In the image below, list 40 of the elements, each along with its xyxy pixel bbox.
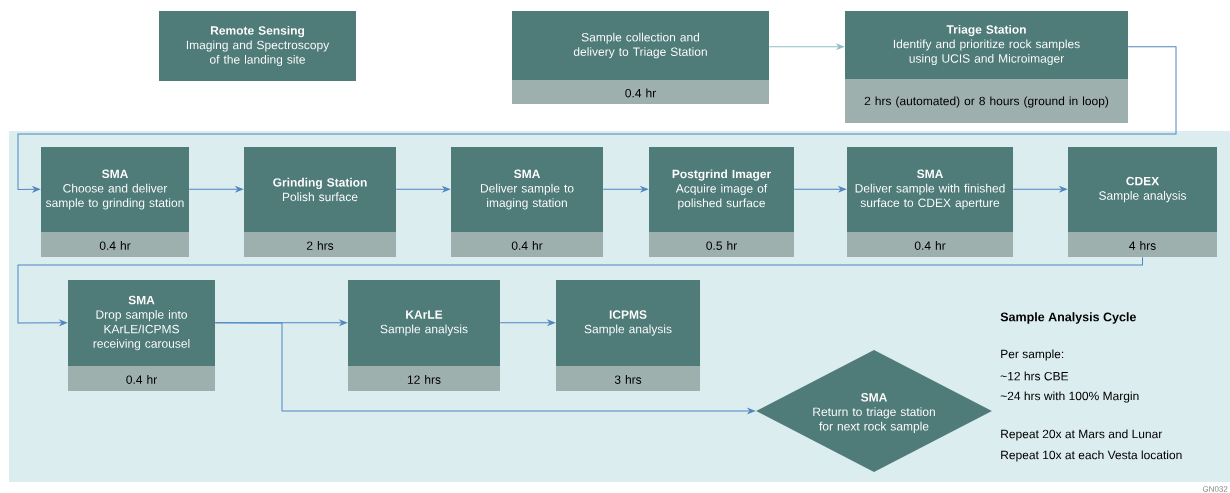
node-label: 12 hrs	[407, 375, 441, 384]
arrow	[395, 186, 450, 193]
process-box: ICPMS Sample analysis 3 hrs	[556, 280, 700, 391]
process-box: SMA Deliver sample with finished surface to CDEX aperture 0.4 hr	[847, 147, 1013, 257]
arrow	[602, 186, 648, 193]
process-box: SMA Drop sample into KArLE/ICPMS receiving carousel 0.4 hr	[68, 280, 215, 391]
cycle-heading: Sample Analysis Cycle	[1000, 312, 1136, 324]
process-box: Postgrind Imager Acquire image of polished surface 0.5 hr	[649, 147, 794, 257]
process-box: Sample collection and delivery to Triage Station 0.4 hr	[512, 11, 769, 104]
process-box: SMA Choose and deliver sample to grinding station 0.4 hr	[41, 147, 189, 257]
note-text: ~12 hrs CBE	[1000, 371, 1069, 381]
node-label: 4 hrs	[1129, 241, 1156, 250]
note-text: ~24 hrs with 100% Margin	[1000, 391, 1139, 403]
process-box: Remote Sensing Imaging and Spectroscopy of the landing site	[159, 11, 356, 81]
node-label: 0.4 hr	[511, 241, 543, 250]
node-label: 0.4 hr	[914, 241, 946, 250]
node-label: 2 hrs	[306, 241, 334, 250]
arrow	[17, 46, 1177, 193]
node-label: 2 hrs (automated) or 8 hours (ground in loop)	[864, 96, 1109, 108]
arrow	[214, 322, 755, 414]
figure-code: GN032	[1202, 486, 1228, 492]
process-box: SMA Deliver sample to imaging station 0.4 hr	[451, 147, 603, 257]
process-box: Triage Station Identify and prioritize rock samples using UCIS and Microimager 2 hrs (automated) or 8 hours (ground in loop)	[845, 11, 1128, 123]
arrow	[499, 319, 555, 326]
note-text: Repeat 20x at Mars and Lunar	[1001, 429, 1163, 441]
arrow	[17, 256, 1143, 326]
node-label: 0.5 hr	[706, 241, 737, 250]
note-text: Per sample:	[1001, 349, 1064, 361]
arrow	[793, 186, 846, 193]
node-label: 0.4 hr	[99, 241, 131, 250]
arrow	[1012, 186, 1067, 193]
node-label: 0.4 hr	[625, 88, 656, 98]
node-label: 3 hrs	[614, 375, 642, 384]
arrow	[768, 43, 844, 50]
process-box: KArLE Sample analysis 12 hrs	[348, 280, 500, 391]
process-box: Grinding Station Polish surface 2 hrs	[244, 147, 396, 257]
node-label: 0.4 hr	[126, 375, 157, 384]
note-text: Repeat 10x at each Vesta location	[1001, 450, 1182, 462]
arrow	[188, 186, 243, 193]
process-box: CDEX Sample analysis 4 hrs	[1068, 147, 1217, 257]
